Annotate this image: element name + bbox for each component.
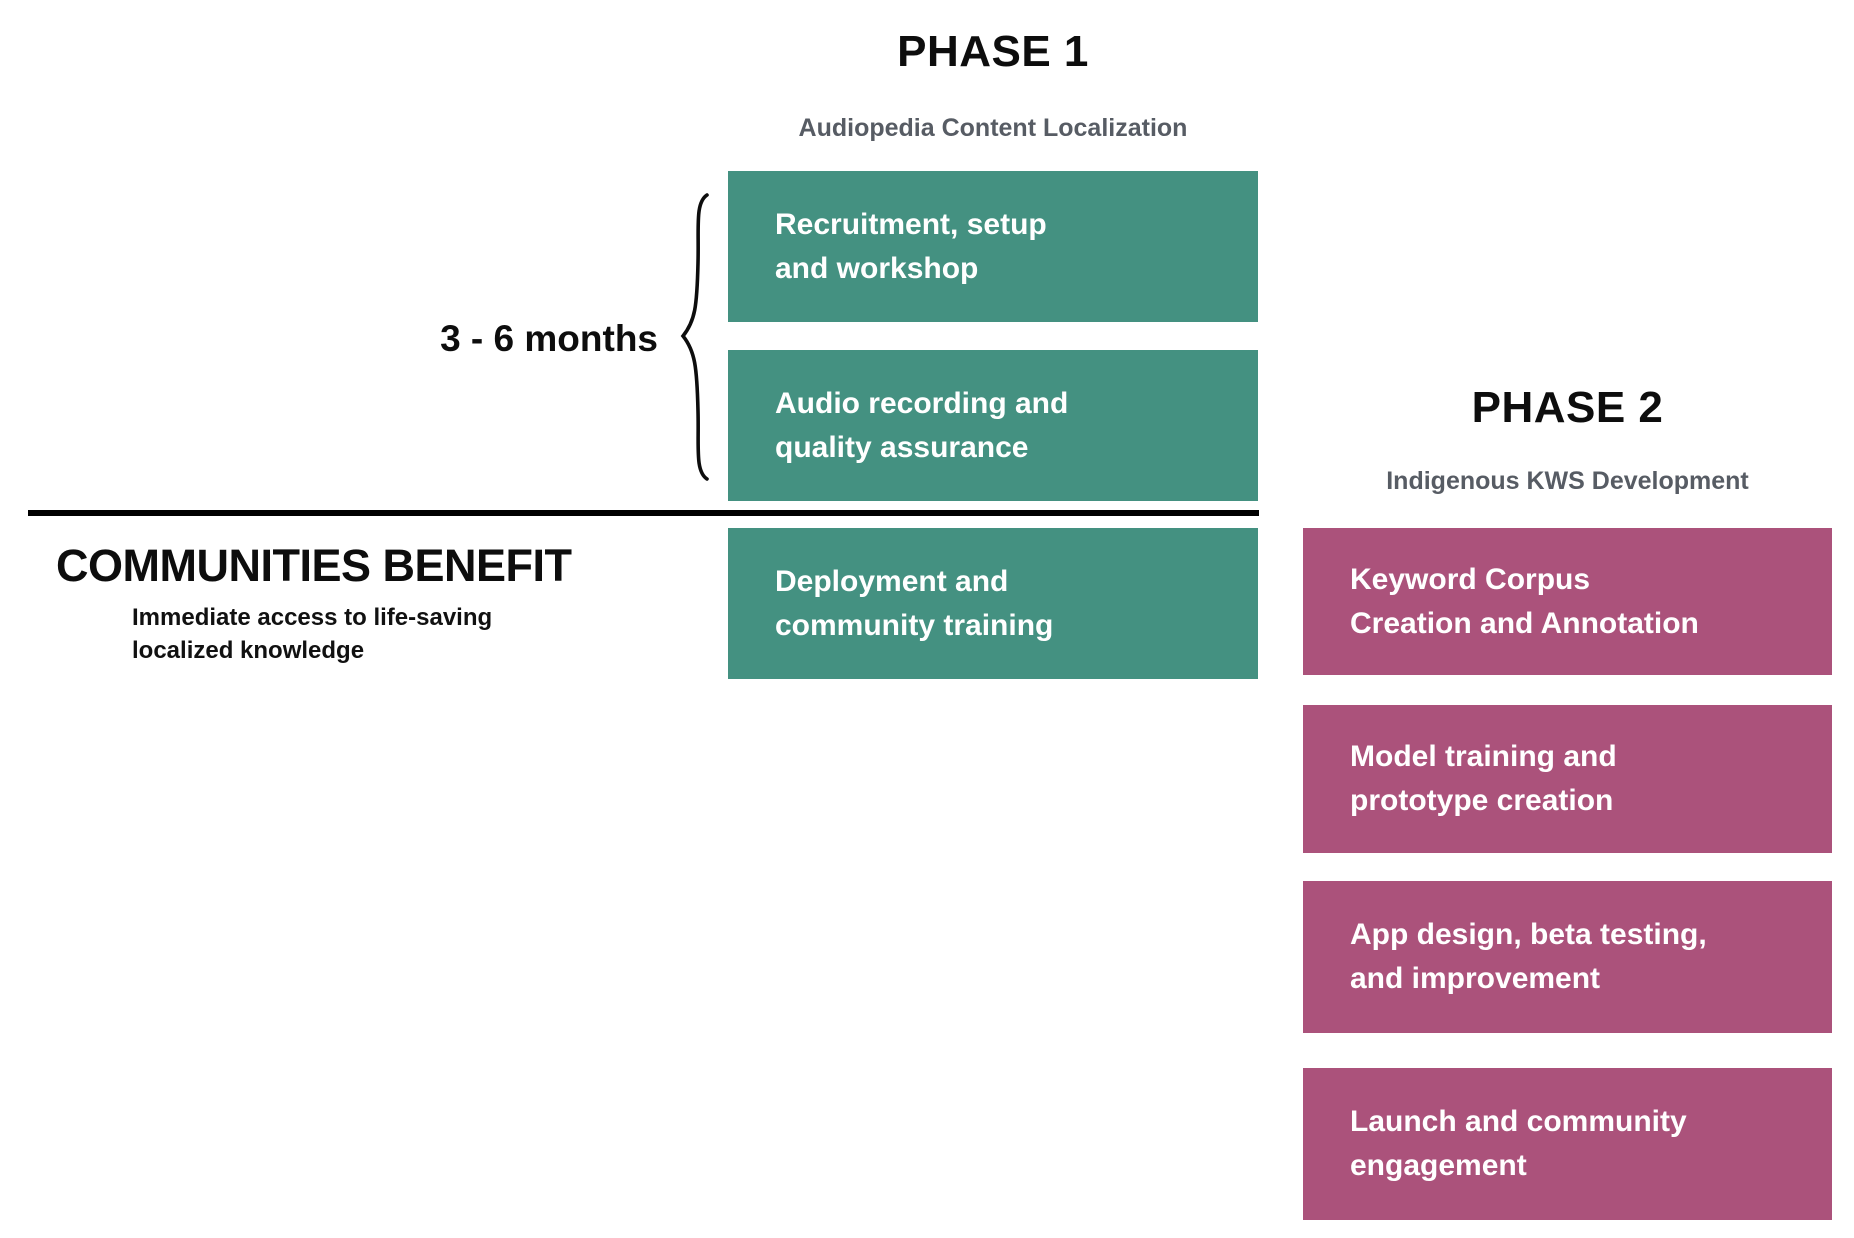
curly-brace-icon xyxy=(674,191,718,483)
communities-benefit-description: Immediate access to life-saving localize… xyxy=(132,604,493,664)
timeline-divider-line xyxy=(28,510,1259,516)
communities-benefit-heading: COMMUNITIES BENEFIT xyxy=(56,540,572,591)
phase2-step-keyword-corpus: Keyword Corpus Creation and Annotation xyxy=(1303,528,1832,675)
phase1-subtitle: Audiopedia Content Localization xyxy=(798,114,1188,142)
phase2-subtitle: Indigenous KWS Development xyxy=(1386,467,1749,495)
phase1-step-audio-recording-qa: Audio recording and quality assurance xyxy=(728,350,1258,501)
phase2-step-app-design-beta: App design, beta testing, and improvemen… xyxy=(1303,881,1832,1033)
phase1-step-recruitment-setup-workshop: Recruitment, setup and workshop xyxy=(728,171,1258,322)
phase1-step-deployment-training: Deployment and community training xyxy=(728,528,1258,679)
phase2-step-model-training: Model training and prototype creation xyxy=(1303,705,1832,853)
phase2-title: PHASE 2 xyxy=(1471,383,1664,432)
phase2-step-launch-engagement: Launch and community engagement xyxy=(1303,1068,1832,1220)
phase1-title: PHASE 1 xyxy=(897,27,1089,76)
duration-label: 3 - 6 months xyxy=(440,318,658,359)
